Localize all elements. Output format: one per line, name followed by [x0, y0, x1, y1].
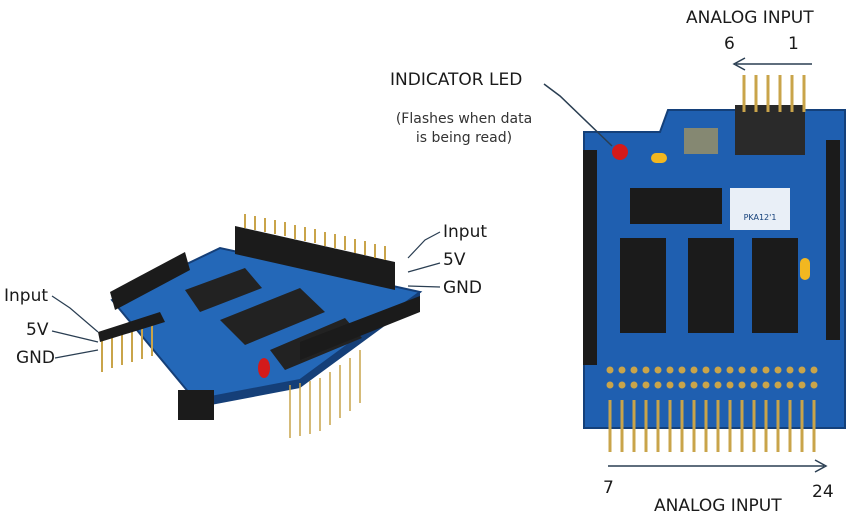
- left-side-header: [110, 252, 190, 310]
- leader-left-5v: [51, 330, 99, 343]
- indicator-note-line2: is being read): [415, 130, 513, 146]
- top-pin-6-label: 6: [724, 34, 735, 54]
- indicator-note-line1: (Flashes when data: [395, 111, 533, 127]
- leader-right-input: [407, 231, 441, 259]
- bottom-analog-input-label: ANALOG INPUT: [654, 496, 782, 516]
- leader-indicator-led: [543, 83, 613, 147]
- right-gnd-label: GND: [443, 278, 482, 298]
- top-analog-input-label: ANALOG INPUT: [686, 8, 814, 28]
- bottom-pin-24-label: 24: [812, 482, 834, 502]
- right-5v-label: 5V: [443, 250, 466, 270]
- top-analog-header: [735, 105, 805, 155]
- top-pin-1-label: 1: [788, 34, 799, 54]
- ic3-chip: [752, 238, 798, 333]
- ic4-chip: [630, 188, 722, 224]
- leader-right-5v: [407, 262, 441, 273]
- left-gnd-label: GND: [16, 348, 55, 368]
- leader-left-input: [51, 295, 99, 333]
- left-back-header: [235, 226, 395, 290]
- bottom-arrow-head: [814, 459, 828, 473]
- board-logo-text: PKA12'1: [744, 213, 777, 222]
- bottom-analog-header: [598, 355, 826, 407]
- leader-right-gnd: [407, 285, 441, 288]
- indicator-led-label: INDICATOR LED: [390, 70, 523, 90]
- ic1-chip: [620, 238, 666, 333]
- top-arrow-head: [732, 57, 746, 71]
- bottom-pin-7-label: 7: [603, 478, 614, 498]
- indicator-note: (Flashes when data is being read): [388, 110, 540, 148]
- left-5v-label: 5V: [26, 320, 49, 340]
- leader-left-gnd: [54, 349, 99, 359]
- right-input-label: Input: [443, 222, 488, 242]
- left-input-label: Input: [4, 286, 49, 306]
- ic2-chip: [688, 238, 734, 333]
- left-indicator-led: [258, 358, 270, 378]
- right-indicator-led: [612, 144, 628, 160]
